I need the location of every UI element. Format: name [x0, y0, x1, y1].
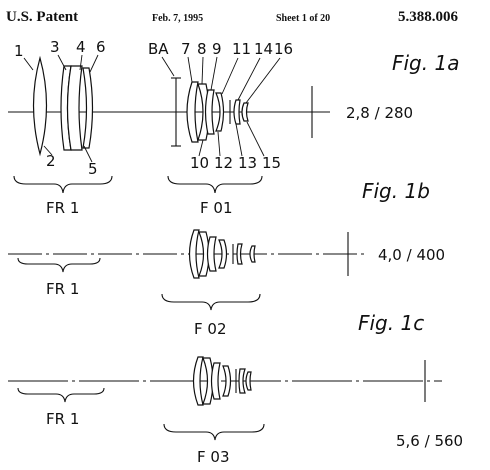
- figure-1c-ratio: 5,6 / 560: [396, 432, 463, 450]
- label-13: 13: [238, 154, 257, 172]
- figure-1b: Fig. 1b 4,0 / 400 FR 1 F 02: [8, 179, 445, 338]
- label-12: 12: [214, 154, 233, 172]
- label-6: 6: [96, 38, 106, 56]
- group-label-f01: F 01: [200, 199, 232, 217]
- header-sheet: Sheet 1 of 20: [276, 13, 330, 24]
- label-14: 14: [254, 40, 273, 58]
- figure-1a: Fig. 1a 2,8 / 280 1 3 4 6 2 5 FR 1 BA: [8, 38, 459, 217]
- bracket-f03: [163, 423, 265, 441]
- lens: [210, 362, 221, 400]
- lens-1: [32, 55, 48, 157]
- lens-16: [241, 102, 249, 122]
- label-5: 5: [88, 160, 98, 178]
- figure-1c: Fig. 1c 5,6 / 560 FR 1 F 03: [8, 311, 463, 466]
- label-1: 1: [14, 42, 24, 60]
- lens: [202, 357, 214, 405]
- bracket-fr1: [17, 387, 105, 403]
- bracket-fr1: [17, 257, 101, 273]
- header-patent-number: 5.388.006: [398, 9, 459, 25]
- figure-1a-ratio: 2,8 / 280: [346, 104, 413, 122]
- label-15: 15: [262, 154, 281, 172]
- lens: [236, 243, 243, 265]
- bracket-fr1: [13, 175, 113, 194]
- group-label-fr1: FR 1: [46, 410, 79, 428]
- figure-1b-title: Fig. 1b: [362, 179, 430, 203]
- lens-3: [66, 65, 83, 151]
- lens: [188, 229, 200, 279]
- label-ba: BA: [148, 40, 169, 58]
- figure-1b-ratio: 4,0 / 400: [378, 246, 445, 264]
- label-7: 7: [181, 40, 191, 58]
- lens: [249, 245, 256, 263]
- label-10: 10: [190, 154, 209, 172]
- label-8: 8: [197, 40, 207, 58]
- bracket-f02: [161, 293, 261, 311]
- figure-1c-title: Fig. 1c: [358, 311, 424, 335]
- figure-1a-title: Fig. 1a: [392, 51, 459, 75]
- group-label-f03: F 03: [197, 448, 229, 466]
- group-label-fr1: FR 1: [46, 280, 79, 298]
- lens-7: [186, 81, 199, 143]
- label-16: 16: [274, 40, 293, 58]
- header-title: U.S. Patent: [6, 9, 78, 25]
- group-label-fr1: FR 1: [46, 199, 79, 217]
- group-label-f02: F 02: [194, 320, 226, 338]
- label-4: 4: [76, 38, 86, 56]
- lens: [192, 356, 204, 406]
- label-11: 11: [232, 40, 251, 58]
- lens: [245, 371, 252, 391]
- label-9: 9: [212, 40, 222, 58]
- bracket-f01: [167, 175, 263, 194]
- header-date: Feb. 7, 1995: [152, 13, 203, 24]
- lens-11: [215, 92, 225, 132]
- lens-14: [233, 99, 241, 125]
- lens: [198, 231, 210, 277]
- lens-9: [204, 89, 215, 135]
- lens: [238, 368, 246, 394]
- lens: [206, 236, 217, 272]
- label-3: 3: [50, 38, 60, 56]
- lens-4: [82, 67, 94, 149]
- lens: [222, 365, 232, 397]
- label-2: 2: [46, 152, 56, 170]
- lens: [218, 239, 228, 269]
